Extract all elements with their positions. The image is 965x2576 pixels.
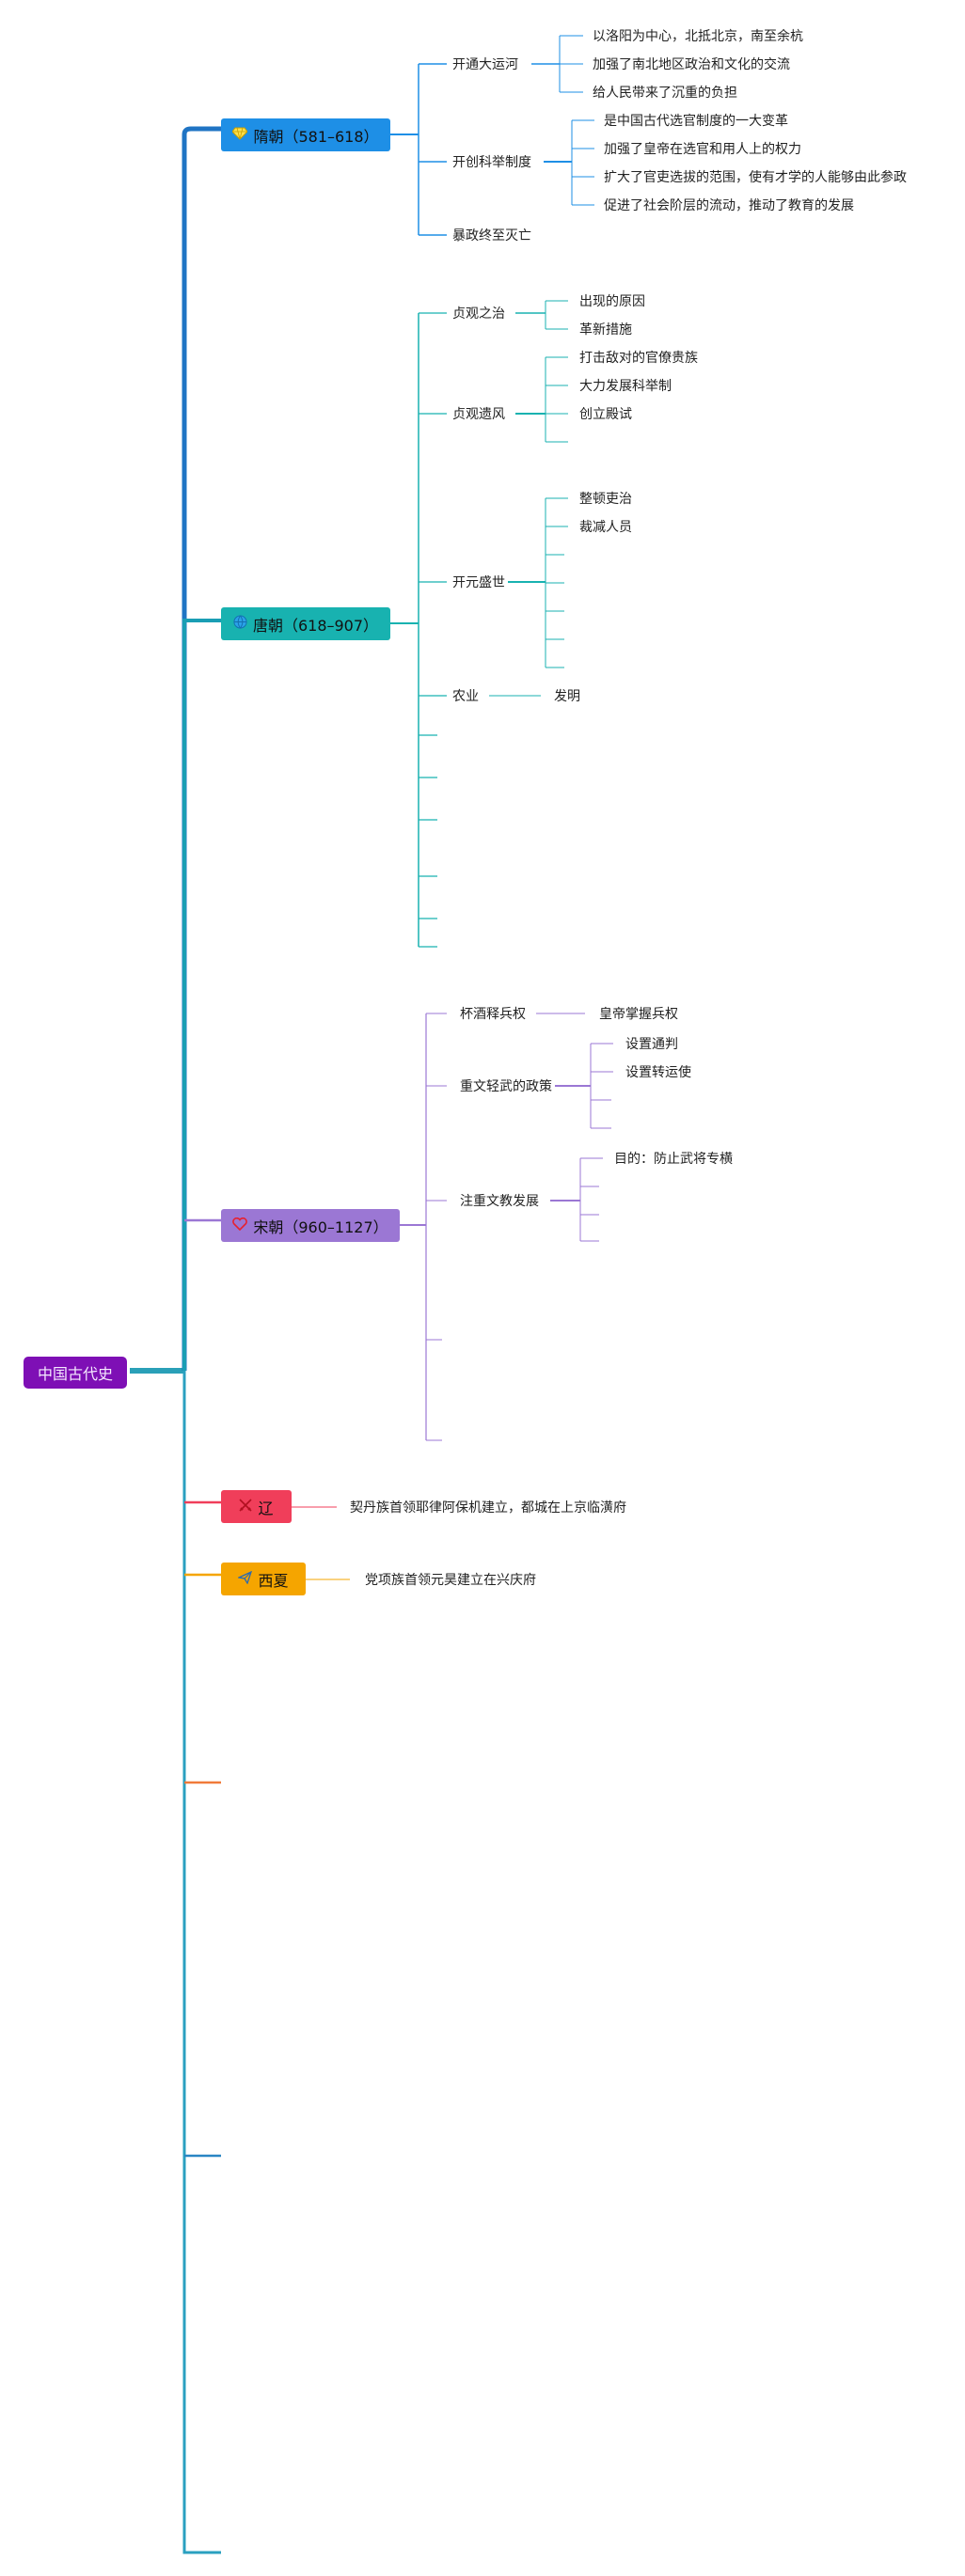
sui-canal-item-2[interactable]: 加强了南北地区政治和文化的交流: [593, 57, 790, 72]
tang-zhenguan-item-2[interactable]: 革新措施: [579, 322, 632, 338]
tang-agri[interactable]: 农业: [452, 689, 479, 704]
sui-canal[interactable]: 开通大运河: [452, 57, 518, 72]
song-wenjiao-item-1[interactable]: 目的：防止武将专横: [614, 1152, 733, 1167]
tang-yifeng[interactable]: 贞观遗风: [452, 407, 505, 422]
root-label: 中国古代史: [37, 1365, 113, 1383]
tang-zhenguan-item-1[interactable]: 出现的原因: [579, 294, 645, 309]
tang-kaiyuan[interactable]: 开元盛世: [452, 575, 505, 590]
sui-node[interactable]: 隋朝（581–618）: [221, 118, 390, 151]
tang-kaiyuan-item-1[interactable]: 整顿吏治: [579, 492, 632, 507]
root-node[interactable]: 中国古代史: [24, 1357, 127, 1389]
sui-label: 隋朝（581–618）: [253, 127, 379, 146]
song-label: 宋朝（960–1127）: [253, 1217, 388, 1236]
sui-exam[interactable]: 开创科举制度: [452, 155, 531, 170]
tang-yifeng-item-1[interactable]: 打击敌对的官僚贵族: [579, 351, 698, 366]
xixia-node[interactable]: 西夏: [221, 1563, 306, 1595]
tang-kaiyuan-item-2[interactable]: 裁减人员: [579, 520, 632, 535]
swords-icon: [239, 1498, 253, 1516]
diamond-icon: [231, 127, 249, 144]
liao-label: 辽: [258, 1499, 274, 1517]
sui-exam-item-4[interactable]: 促进了社会阶层的流动，推动了教育的发展: [604, 198, 854, 213]
sui-canal-item-3[interactable]: 给人民带来了沉重的负担: [593, 86, 737, 101]
song-node[interactable]: 宋朝（960–1127）: [221, 1209, 400, 1242]
sui-fall[interactable]: 暴政终至灭亡: [452, 228, 531, 243]
song-zhongwen[interactable]: 重文轻武的政策: [460, 1079, 552, 1094]
song-zhongwen-item-1[interactable]: 设置通判: [625, 1037, 678, 1052]
tang-zhenguan[interactable]: 贞观之治: [452, 306, 505, 322]
sui-canal-item-1[interactable]: 以洛阳为中心，北抵北京，南至余杭: [593, 29, 803, 44]
sui-exam-item-1[interactable]: 是中国古代选官制度的一大变革: [604, 114, 788, 129]
sui-exam-item-3[interactable]: 扩大了官吏选拔的范围，使有才学的人能够由此参政: [604, 170, 907, 185]
xixia-label: 西夏: [258, 1571, 289, 1590]
liao-node[interactable]: 辽: [221, 1490, 292, 1523]
globe-icon: [233, 615, 247, 633]
song-zhongwen-item-2[interactable]: 设置转运使: [625, 1065, 691, 1080]
paper-plane-icon: [237, 1570, 253, 1588]
tang-label: 唐朝（618–907）: [252, 616, 379, 635]
song-beijiu[interactable]: 杯酒释兵权: [460, 1007, 526, 1022]
tang-yifeng-item-2[interactable]: 大力发展科举制: [579, 379, 672, 394]
song-beijiu-child[interactable]: 皇帝掌握兵权: [599, 1007, 678, 1022]
tang-node[interactable]: 唐朝（618–907）: [221, 607, 390, 640]
song-wenjiao[interactable]: 注重文教发展: [460, 1194, 539, 1209]
tang-agri-child[interactable]: 发明: [554, 689, 580, 704]
heart-icon: [232, 1217, 248, 1234]
liao-child[interactable]: 契丹族首领耶律阿保机建立，都城在上京临潢府: [350, 1500, 626, 1516]
xixia-child[interactable]: 党项族首领元昊建立在兴庆府: [365, 1573, 536, 1588]
sui-exam-item-2[interactable]: 加强了皇帝在选官和用人上的权力: [604, 142, 801, 157]
tang-yifeng-item-3[interactable]: 创立殿试: [579, 407, 632, 422]
